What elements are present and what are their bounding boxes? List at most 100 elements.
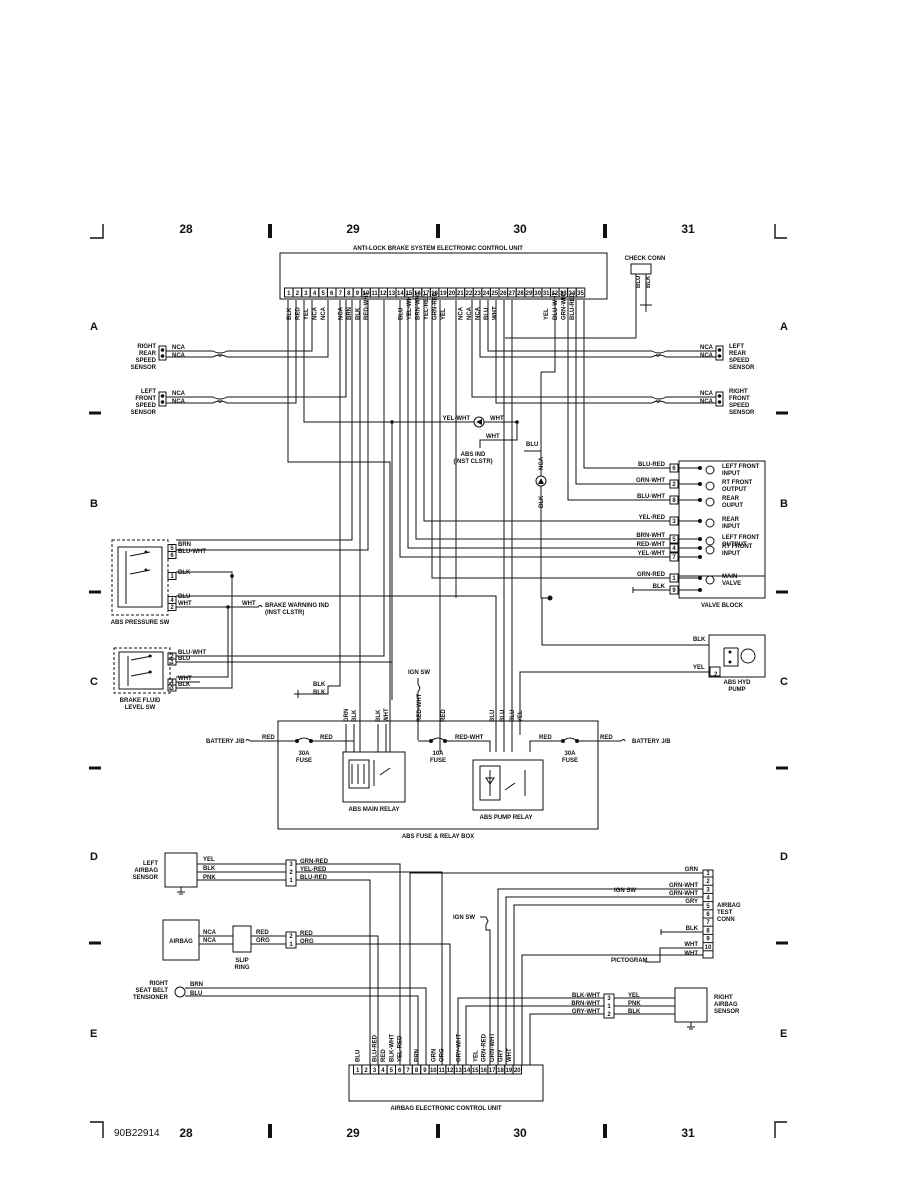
- svg-text:AIRBAG: AIRBAG: [714, 1002, 738, 1008]
- fuse-10a: 10A FUSE: [429, 737, 447, 764]
- svg-text:NCA: NCA: [172, 391, 186, 397]
- valve-pin: 2: [672, 482, 676, 488]
- svg-text:NCA: NCA: [203, 930, 217, 936]
- valve-terminal: [698, 588, 702, 592]
- svg-text:SEAT BELT: SEAT BELT: [136, 988, 169, 994]
- brake-warning-label-2: (INST CLSTR): [265, 610, 304, 616]
- valve-name: OUTPUT: [722, 487, 747, 493]
- svg-text:AIRBAG: AIRBAG: [134, 868, 158, 874]
- airbag-ecu-pin: 12: [447, 1068, 454, 1074]
- valve-pin: 6: [672, 466, 676, 472]
- valve-ground-icon: [632, 587, 640, 593]
- pressure-wire-label: WHT: [178, 601, 192, 607]
- svg-text:SENSOR: SENSOR: [714, 1009, 740, 1015]
- pressure-pin-cell: [167, 551, 177, 559]
- abs-ecu: ANTI-LOCK BRAKE SYSTEM ELECTRONIC CONTRO…: [279, 246, 608, 320]
- svg-text:10A: 10A: [432, 751, 444, 757]
- pressure-pin: 5: [170, 546, 174, 552]
- right-front-speed-sensor: RIGHT FRONT SPEED SENSOR NCA NCA: [700, 389, 755, 416]
- svg-text:TENSIONER: TENSIONER: [133, 995, 169, 1001]
- right-sensor-conn-wire: BLK-WHT: [572, 993, 600, 999]
- battery-left: BATTERY J/B: [206, 739, 245, 745]
- valve-solenoid-icon: [705, 497, 715, 507]
- airbag-ecu-pin: 20: [514, 1068, 521, 1074]
- col-label-31-top: 31: [681, 222, 695, 236]
- abs-diode-wire-mid: NCA: [539, 456, 545, 470]
- svg-text:LEFT: LEFT: [143, 861, 158, 867]
- valve-terminal: [698, 576, 702, 580]
- abs-ecu-pin: 19: [440, 291, 447, 297]
- col-label-30-top: 30: [513, 222, 527, 236]
- abs-ecu-pin: 1: [287, 291, 291, 297]
- airbag-ecu-pin: 1: [356, 1068, 360, 1074]
- check-conn-wire-2: BLK: [646, 275, 652, 288]
- abs-ecu-pin: 30: [534, 291, 541, 297]
- airbag-ecu-pin: 15: [472, 1068, 479, 1074]
- row-label-c-right: C: [780, 676, 788, 688]
- airbag-ecu-pin-cell: [512, 1064, 522, 1075]
- abs-ecu-wire-label: NCA: [476, 306, 482, 320]
- valve-name: MAIN: [722, 574, 737, 580]
- abs-ecu-wire-label: BLU-RED: [570, 292, 576, 320]
- left-airbag-conn-pin: 1: [289, 878, 293, 884]
- airbag-wires: [296, 863, 703, 1065]
- fuse-wire-1: RED: [262, 735, 275, 741]
- hyd-pump-pin-2: 2: [714, 672, 718, 678]
- pressure-wire-label: BRN: [178, 542, 191, 548]
- test-conn-pin: 3: [706, 887, 710, 893]
- svg-text:SPEED: SPEED: [729, 358, 750, 364]
- check-conn-wire-1: BLU: [636, 276, 642, 288]
- abs-ecu-wire-label: BLU-WHT: [553, 292, 559, 320]
- airbag-ecu-pin: 17: [489, 1068, 496, 1074]
- fuse-wire-5: RED: [600, 735, 613, 741]
- fluid-pin: 2: [170, 654, 174, 660]
- brake-warning-ind: WHT BRAKE WARNING IND (INST CLSTR): [176, 601, 330, 678]
- abs-ecu-wire-label: NCA: [458, 306, 464, 320]
- pump-relay-wire-label: BLU: [500, 710, 506, 722]
- abs-ecu-wire-label: GRN-WHT: [561, 291, 567, 320]
- valve-terminal: [698, 537, 702, 541]
- airbag-ecu-pin: 14: [464, 1068, 471, 1074]
- abs-ecu-pin: 8: [347, 291, 351, 297]
- airbag-ecu-wire-label: YEL: [473, 1050, 479, 1062]
- airbag-ecu-pin: 2: [364, 1068, 368, 1074]
- test-conn-wire-label: GRY: [685, 899, 698, 905]
- seat-belt-tensioner: RIGHT SEAT BELT TENSIONER BRN BLU: [133, 981, 427, 1065]
- airbag-ecu-wire-label: BLK-WHT: [389, 1034, 395, 1062]
- svg-text:FRONT: FRONT: [729, 396, 750, 402]
- abs-ecu-wire-label: NCA: [313, 306, 319, 320]
- abs-ecu-pin: 10: [363, 291, 370, 297]
- fluid-ground-wire-1: BLK: [313, 682, 326, 688]
- valve-name: LEFT FRONT: [722, 535, 760, 541]
- abs-ecu-wire-label: YEL: [441, 308, 447, 320]
- left-front-speed-sensor: LEFT FRONT SPEED SENSOR NCA NCA: [131, 389, 186, 416]
- abs-ecu-pin: 25: [491, 291, 498, 297]
- airbag-ecu-pin: 13: [455, 1068, 462, 1074]
- valve-solenoid-icon: [705, 536, 715, 546]
- main-relay-wire-label: BLK: [376, 709, 382, 722]
- fluid-level-sw-label-1: BRAKE FLUID: [120, 698, 161, 704]
- pressure-pin: 1: [170, 574, 174, 580]
- svg-text:NCA: NCA: [700, 345, 714, 351]
- abs-ind: YEL-WHT WHT WHT ABS IND (INST CLSTR): [408, 416, 519, 465]
- valve-wire-label: BLK: [653, 584, 666, 590]
- airbag-ign-wire: [480, 916, 491, 1065]
- airbag-ecu-title: AIRBAG ELECTRONIC CONTROL UNIT: [390, 1106, 502, 1112]
- left-airbag-conn-wire: BLU-RED: [300, 875, 328, 881]
- svg-text:AIRBAG: AIRBAG: [717, 903, 741, 909]
- abs-ecu-pin: 34: [569, 291, 576, 297]
- svg-text:ABS MAIN RELAY: ABS MAIN RELAY: [348, 807, 399, 813]
- abs-ecu-pin: 31: [543, 291, 550, 297]
- svg-text:NCA: NCA: [700, 391, 714, 397]
- airbag-ecu-wire-label: BLU-RED: [373, 1034, 379, 1062]
- abs-diode: BLU NCA BLK: [524, 372, 550, 599]
- fluid-wire-label: WHT: [178, 676, 192, 682]
- left-airbag-conn-pin: 2: [289, 870, 293, 876]
- col-label-28-bottom: 28: [179, 1126, 193, 1140]
- pump-relay-wire-label: BLU: [490, 710, 496, 722]
- fluid-wire-label: BLK: [178, 682, 191, 688]
- abs-ecu-pin: 17: [423, 291, 430, 297]
- valve-name: REAR: [722, 517, 740, 523]
